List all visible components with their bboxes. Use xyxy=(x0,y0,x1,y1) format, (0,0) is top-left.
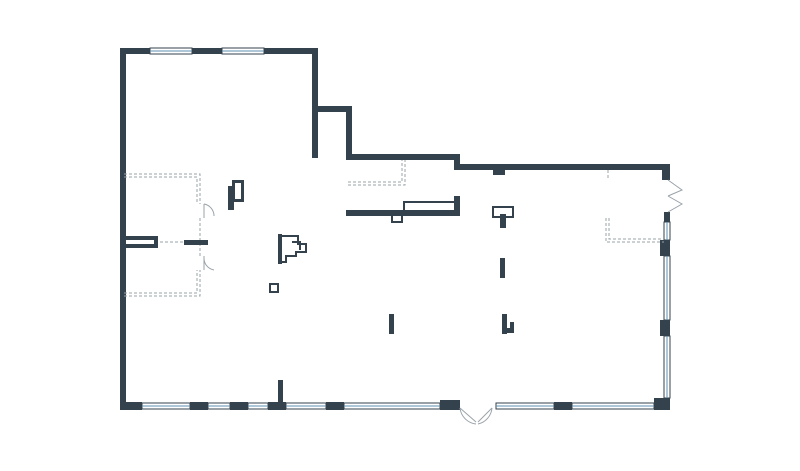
right-wall-column-2 xyxy=(660,320,670,336)
column-center-right xyxy=(492,206,514,228)
top-column-notch xyxy=(493,164,505,175)
middle-counter xyxy=(346,196,460,223)
window-bottom-6 xyxy=(495,402,555,410)
window-right-3 xyxy=(663,335,671,399)
top-wall xyxy=(120,48,318,54)
window-top-1 xyxy=(149,47,193,55)
window-bottom-5 xyxy=(343,402,441,410)
middle-step-wall xyxy=(454,154,460,170)
partition-center xyxy=(500,258,505,278)
bottom-left-corner xyxy=(120,402,142,410)
left-upper-room-outline-inner xyxy=(124,176,198,204)
window-bottom-7 xyxy=(571,402,655,410)
middle-top-wall xyxy=(346,154,460,160)
partition-lower-middle xyxy=(389,314,394,334)
right-top-corner xyxy=(662,164,670,180)
step-right-wall xyxy=(346,106,352,160)
central-shaft xyxy=(278,234,307,264)
doors xyxy=(203,179,684,425)
left-room-door-lower xyxy=(203,256,215,271)
left-lower-room-outline-inner xyxy=(124,270,198,294)
window-right-1 xyxy=(663,221,671,241)
bottom-column-2 xyxy=(230,402,248,410)
middle-room-outline-inner xyxy=(348,160,406,186)
window-top-2 xyxy=(221,47,265,55)
right-bottom-corner xyxy=(654,398,670,410)
entrance-door-bottom xyxy=(459,407,493,425)
partition-lower-right xyxy=(502,314,514,334)
bottom-column-5 xyxy=(440,400,460,410)
bottom-column-4 xyxy=(326,402,344,410)
window-bottom-4 xyxy=(285,402,327,410)
bottom-interior-stub xyxy=(278,380,283,404)
exterior-walls xyxy=(120,48,670,410)
dashed-partitions xyxy=(124,160,664,297)
window-bottom-3 xyxy=(247,402,269,410)
left-upper-room-outline xyxy=(124,173,201,204)
right-top-wall-a xyxy=(454,164,498,170)
middle-room-outline xyxy=(348,160,403,183)
bottom-column-3 xyxy=(268,402,286,410)
bottom-column-6 xyxy=(554,402,572,410)
right-wall-column-1 xyxy=(660,240,670,256)
window-right-2 xyxy=(663,255,671,321)
column-upper-left xyxy=(228,180,244,210)
right-top-wall-b xyxy=(500,164,670,170)
upper-block-right-wall xyxy=(312,48,318,158)
left-room-door-upper xyxy=(203,203,215,218)
step-top-wall xyxy=(312,106,352,112)
small-column xyxy=(269,283,279,293)
windows xyxy=(141,47,671,410)
window-bottom-2 xyxy=(207,402,231,410)
bottom-column-1 xyxy=(190,402,208,410)
entrance-door-right xyxy=(667,179,684,213)
left-interior-partition xyxy=(184,240,208,245)
right-wall-upper xyxy=(664,212,670,222)
right-room-outline-inner xyxy=(608,218,664,240)
left-lower-room-outline xyxy=(124,270,201,297)
window-bottom-1 xyxy=(141,402,191,410)
interior-elements xyxy=(120,180,514,334)
left-wall xyxy=(120,48,126,410)
right-room-outline xyxy=(605,218,664,243)
